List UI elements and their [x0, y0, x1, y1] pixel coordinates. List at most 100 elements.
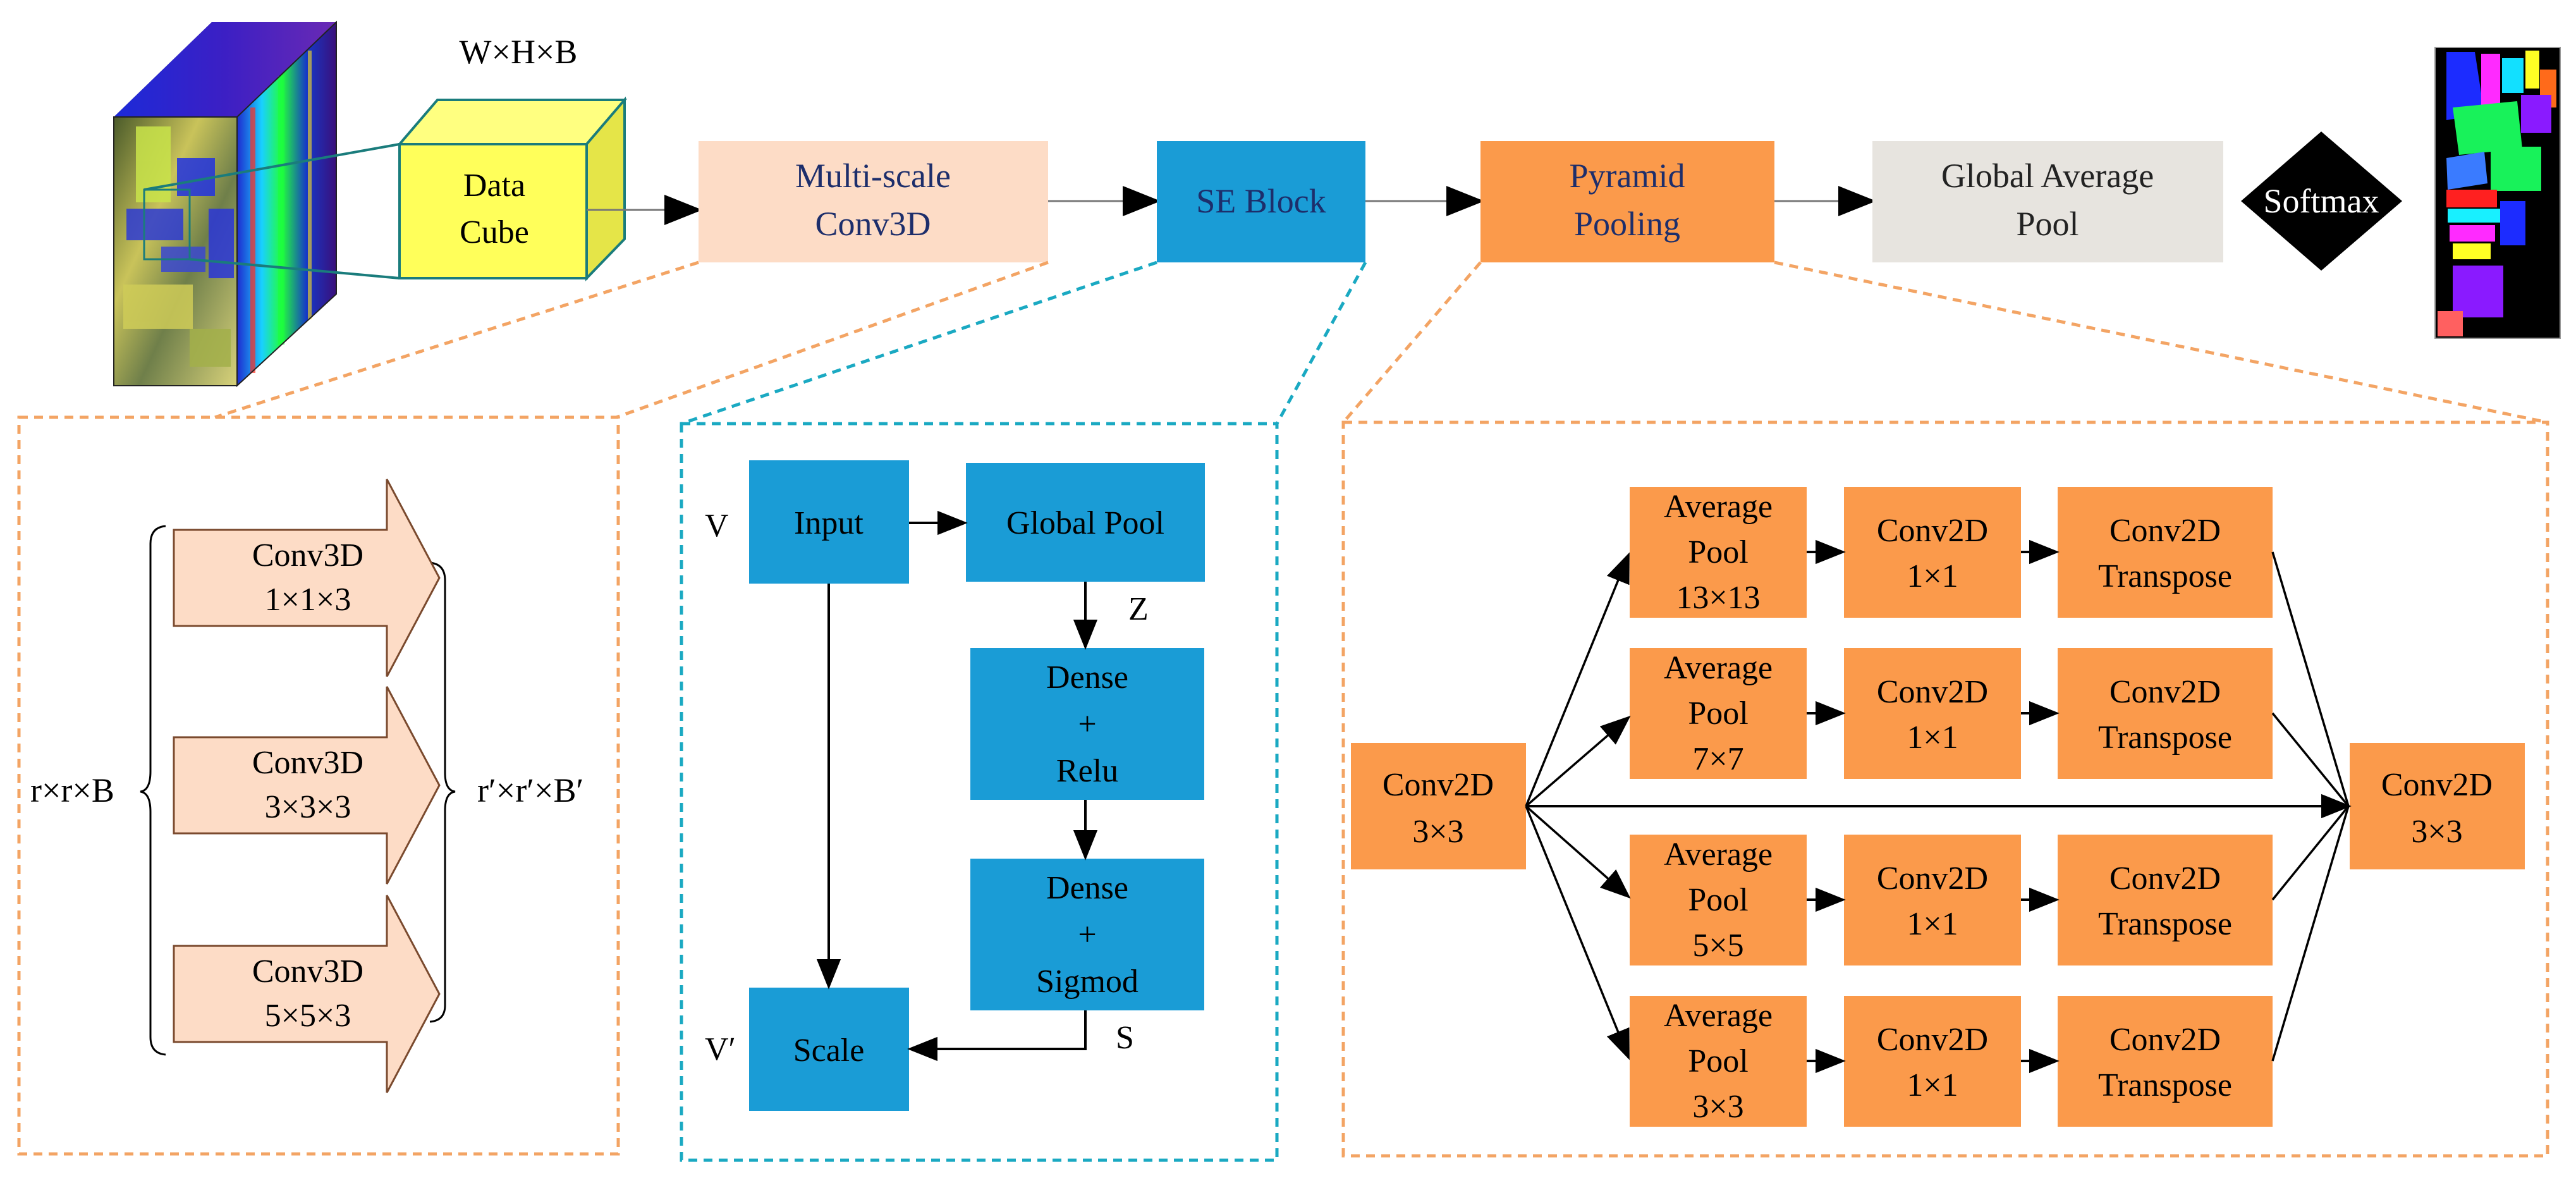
pyramid-output-conv: Conv2D 3×3 [2350, 743, 2525, 869]
conv2d-transpose-node [2058, 648, 2273, 779]
detail-connector-pyramid-right [1774, 261, 2548, 424]
average-pool-line1: Average [1664, 489, 1773, 525]
se-input-label: Input [794, 505, 864, 541]
conv2d-transpose-node [2058, 487, 2273, 618]
conv2d-transpose-line1: Conv2D [2109, 513, 2221, 549]
se-z-label: Z [1128, 591, 1149, 627]
output-brace [429, 561, 456, 1023]
conv2d-1x1-node [1844, 648, 2021, 779]
softmax-node: Softmax [2241, 132, 2402, 271]
line-fanin-row4 [2271, 806, 2350, 1062]
pyramid-row: Average Pool 5×5 Conv2D 1×1 Conv2D Trans… [1630, 835, 2273, 965]
conv2d-transpose-line1: Conv2D [2109, 674, 2221, 710]
detail-connector-se-left [681, 261, 1157, 426]
conv2d-transpose-line2: Transpose [2098, 720, 2232, 756]
conv2d-transpose-line2: Transpose [2098, 1067, 2232, 1103]
conv2d-1x1-line1: Conv2D [1877, 674, 1988, 710]
input-brace [140, 525, 166, 1056]
multiscale-detail-panel: r×r×B r′×r′×B′ Conv3D 1×1×3 Conv3D 3×3×3… [17, 415, 620, 1156]
dims-label: W×H×B [460, 33, 578, 71]
global-average-pool-block: Global Average Pool [1872, 141, 2223, 262]
se-dense-sigmoid-line1: Dense [1046, 870, 1128, 906]
conv2d-1x1-line1: Conv2D [1877, 513, 1988, 549]
se-dense-relu-line3: Relu [1056, 753, 1118, 789]
line-fanin-row3 [2271, 805, 2350, 901]
conv2d-transpose-node [2058, 835, 2273, 965]
detail-connector-multiscale-right [616, 261, 1049, 419]
average-pool-size: 7×7 [1692, 741, 1743, 777]
average-pool-node [1630, 835, 1807, 965]
se-dense-sigmoid-line3: Sigmod [1036, 964, 1138, 1000]
conv2d-1x1-line2: 1×1 [1907, 906, 1958, 942]
conv2d-transpose-line1: Conv2D [2109, 861, 2221, 897]
conv2d-1x1-line1: Conv2D [1877, 1022, 1988, 1058]
conv2d-1x1-node [1844, 835, 2021, 965]
detail-connector-se-right [1275, 261, 1367, 425]
conv3d-branch: Conv3D 3×3×3 [173, 686, 441, 885]
arrow-fanout-row4 [1525, 806, 1630, 1060]
conv2d-1x1-line2: 1×1 [1907, 1067, 1958, 1103]
multiscale-conv3d-block: Multi-scale Conv3D [699, 141, 1048, 262]
detail-connector-pyramid-left [1342, 261, 1482, 424]
conv2d-1x1-line1: Conv2D [1877, 861, 1988, 897]
multiscale-output-label: r′×r′×B′ [477, 771, 583, 809]
gap-label-line1: Global Average [1941, 157, 2154, 195]
pyramid-label-line2: Pooling [1574, 205, 1680, 243]
line-fanin-row1 [2271, 551, 2350, 807]
conv2d-1x1-node [1844, 996, 2021, 1127]
se-dense-sigmoid-line2: + [1078, 917, 1096, 953]
se-input-node: Input [749, 460, 909, 584]
se-dense-relu-node: Dense + Relu [970, 648, 1204, 800]
se-scale-label: Scale [793, 1033, 865, 1069]
hsi-cube-image [113, 20, 337, 388]
se-scale-node: Scale [749, 988, 909, 1111]
data-cube-label-line2: Cube [460, 214, 529, 250]
gap-label-line2: Pool [2016, 205, 2079, 243]
average-pool-node [1630, 648, 1807, 779]
arrow-sigmoid-to-scale [907, 1010, 1087, 1062]
average-pool-size: 5×5 [1692, 928, 1743, 964]
pyramid-input-conv-line2: 3×3 [1412, 814, 1463, 850]
zoom-line [143, 143, 400, 191]
average-pool-line2: Pool [1688, 1043, 1748, 1079]
data-cube-label-line1: Data [463, 168, 525, 204]
conv2d-transpose-line2: Transpose [2098, 558, 2232, 594]
line-fanin-row2 [2271, 712, 2350, 807]
pyramid-detail-panel: Conv2D 3×3 Conv2D 3×3 Average Pool 13×13… [1341, 420, 2549, 1158]
se-s-label: S [1116, 1020, 1134, 1056]
average-pool-node [1630, 487, 1807, 618]
pyramid-output-conv-line1: Conv2D [2381, 767, 2493, 803]
conv3d-branch: Conv3D 1×1×3 [173, 479, 441, 677]
conv2d-transpose-line2: Transpose [2098, 906, 2232, 942]
se-detail-panel: Input Global Pool Dense + Relu Dense + S… [680, 422, 1279, 1162]
conv3d-branch-size: 1×1×3 [265, 582, 351, 618]
conv2d-1x1-node [1844, 487, 2021, 618]
average-pool-line2: Pool [1688, 534, 1748, 570]
se-block: SE Block [1157, 141, 1365, 262]
detail-connector-multiscale-left [214, 261, 699, 419]
average-pool-node [1630, 996, 1807, 1127]
data-cube: Data Cube [396, 96, 628, 281]
se-block-label: SE Block [1196, 182, 1326, 220]
se-dense-relu-line1: Dense [1046, 659, 1128, 696]
average-pool-line2: Pool [1688, 696, 1748, 732]
conv2d-1x1-line2: 1×1 [1907, 720, 1958, 756]
se-v-prime-label: V′ [705, 1031, 736, 1067]
conv2d-transpose-line1: Conv2D [2109, 1022, 2221, 1058]
conv2d-1x1-line2: 1×1 [1907, 558, 1958, 594]
se-dense-relu-line2: + [1078, 706, 1096, 742]
conv3d-branch-size: 5×5×3 [265, 998, 351, 1034]
pyramid-row: Average Pool 7×7 Conv2D 1×1 Conv2D Trans… [1630, 648, 2273, 779]
average-pool-line1: Average [1664, 837, 1773, 873]
average-pool-line1: Average [1664, 650, 1773, 686]
se-global-pool-node: Global Pool [966, 463, 1205, 582]
average-pool-line2: Pool [1688, 882, 1748, 918]
average-pool-line1: Average [1664, 998, 1773, 1034]
conv3d-branch: Conv3D 5×5×3 [173, 895, 441, 1093]
pyramid-row: Average Pool 13×13 Conv2D 1×1 Conv2D Tra… [1630, 487, 2273, 618]
multiscale-input-label: r×r×B [30, 771, 114, 809]
average-pool-size: 3×3 [1692, 1089, 1743, 1125]
conv3d-branch-size: 3×3×3 [265, 789, 351, 825]
se-dense-sigmoid-node: Dense + Sigmod [970, 859, 1204, 1010]
